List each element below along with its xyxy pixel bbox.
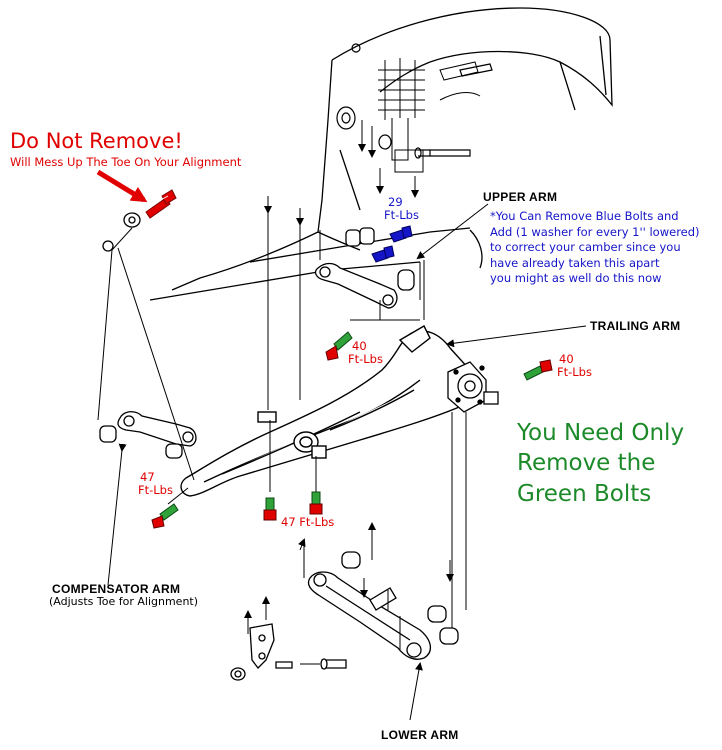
camber-note-line: have already taken this apart bbox=[490, 255, 660, 270]
rear-hub bbox=[447, 361, 499, 413]
warning-subtitle: Will Mess Up The Toe On Your Alignment bbox=[10, 155, 242, 169]
torque-bottom: 47 Ft-Lbs bbox=[281, 515, 335, 529]
compensator-leaders bbox=[97, 227, 195, 586]
trailing-arm-leaders bbox=[264, 196, 587, 630]
lower-arm bbox=[307, 551, 459, 660]
blue-bolt-lower bbox=[371, 245, 395, 263]
camber-note-line: *You Can Remove Blue Bolts and bbox=[490, 209, 679, 223]
green-bolts-note: You Need Only Remove the Green Bolts bbox=[517, 418, 684, 509]
torque-upper-arm-value: 29 bbox=[388, 195, 403, 209]
lower-arm-label: LOWER ARM bbox=[381, 728, 459, 742]
torque-hub-value: 40 bbox=[559, 352, 574, 366]
torque-hub: 40 Ft-Lbs bbox=[557, 352, 592, 380]
lower-bracket bbox=[230, 623, 347, 681]
upper-arm-label: UPPER ARM bbox=[483, 190, 558, 204]
lower-arm-leaders bbox=[298, 522, 454, 721]
camber-note: *You Can Remove Blue Bolts and Add (1 wa… bbox=[490, 209, 700, 287]
do-not-remove-bolt bbox=[145, 189, 177, 219]
warning-arrow bbox=[96, 169, 148, 203]
green-note-line: Green Bolts bbox=[517, 480, 652, 507]
upper-mount-arrows bbox=[358, 120, 419, 198]
upper-mount-hardware bbox=[336, 43, 493, 159]
torque-compensator-unit: Ft-Lbs bbox=[138, 483, 173, 498]
green-bolt-compensator bbox=[151, 503, 179, 529]
torque-trailing-front: 40 Ft-Lbs bbox=[348, 339, 383, 367]
green-note-line: Remove the bbox=[517, 450, 656, 477]
upper-arm bbox=[314, 227, 415, 309]
camber-note-line: to correct your camber since you bbox=[490, 240, 681, 255]
upper-arm-leaders bbox=[319, 203, 489, 320]
warning-title: Do Not Remove! bbox=[10, 129, 183, 153]
lower-bracket-leaders bbox=[244, 596, 320, 665]
blue-bolt-upper bbox=[389, 225, 413, 243]
torque-hub-unit: Ft-Lbs bbox=[557, 365, 592, 380]
torque-trailing-front-value: 40 bbox=[352, 339, 367, 353]
torque-compensator-value: 47 bbox=[140, 470, 155, 484]
torque-upper-arm-unit: Ft-Lbs bbox=[384, 208, 419, 223]
green-bolt-hub bbox=[523, 359, 553, 381]
trailing-arm bbox=[180, 325, 476, 497]
green-bolt-bottom-left bbox=[263, 497, 277, 521]
green-note-line: You Need Only bbox=[517, 420, 685, 446]
compensator-arm-note: (Adjusts Toe for Alignment) bbox=[49, 595, 199, 608]
shock-absorber-spring bbox=[378, 58, 481, 173]
compensator-arm bbox=[99, 212, 197, 459]
camber-note-line: you might as well do this now bbox=[490, 271, 662, 286]
camber-note-line: Add (1 washer for every 1'' lowered) bbox=[490, 224, 700, 239]
green-bolt-trailing-front bbox=[325, 331, 353, 361]
torque-upper-arm: 29 Ft-Lbs bbox=[384, 195, 419, 223]
green-bolt-bottom-right bbox=[309, 491, 323, 515]
compensator-arm-label: COMPENSATOR ARM bbox=[52, 582, 181, 596]
torque-compensator: 47 Ft-Lbs bbox=[138, 470, 173, 498]
trailing-arm-label: TRAILING ARM bbox=[590, 319, 681, 333]
torque-trailing-front-unit: Ft-Lbs bbox=[348, 352, 383, 367]
